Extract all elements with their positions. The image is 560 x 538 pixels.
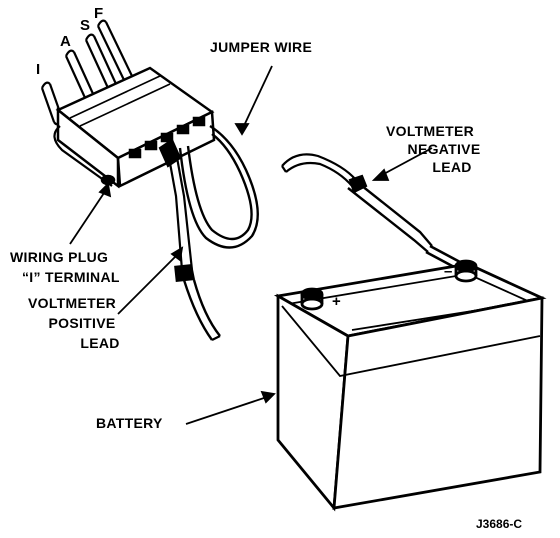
pointer-voltmeter-negative bbox=[379, 147, 433, 177]
pointer-battery bbox=[185, 395, 271, 425]
battery bbox=[273, 259, 547, 512]
terminal-s-label: S bbox=[80, 17, 90, 34]
label-voltmeter-positive-3: LEAD bbox=[80, 335, 119, 351]
wiring-plug bbox=[53, 66, 216, 189]
label-wiring-plug-1: WIRING PLUG bbox=[10, 249, 108, 265]
label-battery: BATTERY bbox=[96, 415, 163, 431]
plug-wires bbox=[40, 19, 133, 126]
battery-positive-mark: + bbox=[332, 293, 341, 310]
terminal-i-label: I bbox=[36, 61, 40, 78]
label-voltmeter-negative-3: LEAD bbox=[432, 159, 471, 175]
terminal-f-label: F bbox=[94, 5, 103, 22]
label-voltmeter-negative-1: VOLTMETER bbox=[386, 123, 474, 139]
figure-code: J3686-C bbox=[476, 517, 522, 531]
callout-pointers bbox=[69, 65, 433, 425]
label-voltmeter-negative-2: NEGATIVE bbox=[408, 141, 481, 157]
positive-lead bbox=[158, 138, 221, 341]
terminal-a-label: A bbox=[60, 33, 71, 50]
negative-lead bbox=[281, 153, 461, 270]
pointer-wiring-plug bbox=[69, 189, 107, 245]
label-jumper-wire: JUMPER WIRE bbox=[210, 39, 312, 55]
pointer-voltmeter-positive bbox=[117, 253, 179, 315]
label-wiring-plug-2: “I” TERMINAL bbox=[22, 269, 120, 285]
battery-negative-mark: – bbox=[444, 263, 452, 280]
pointer-jumper-wire bbox=[241, 65, 273, 131]
label-voltmeter-positive-1: VOLTMETER bbox=[28, 295, 116, 311]
jumper-wire bbox=[178, 124, 259, 249]
label-voltmeter-positive-2: POSITIVE bbox=[49, 315, 116, 331]
